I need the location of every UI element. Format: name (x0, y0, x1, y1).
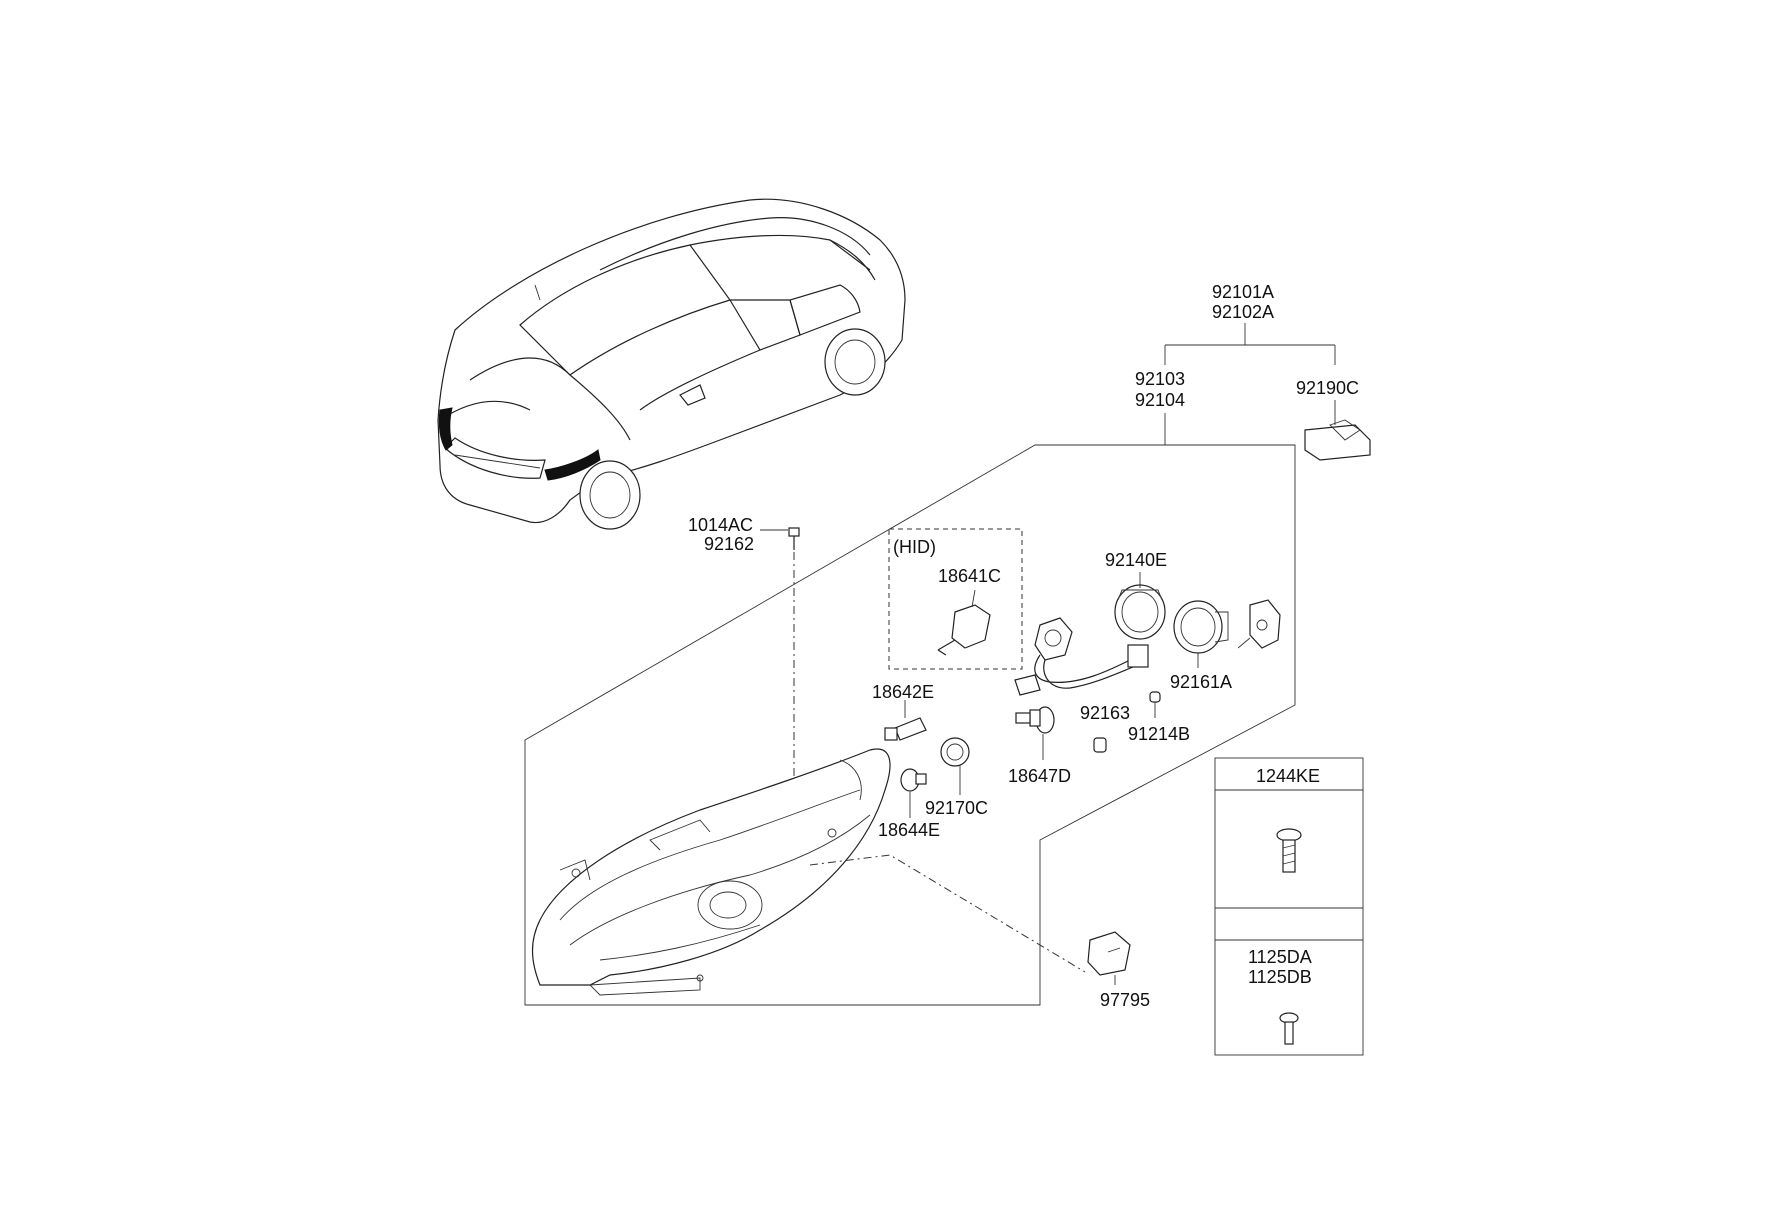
label-1244KE: 1244KE (1256, 766, 1320, 786)
screw-icon (1276, 828, 1302, 873)
socket-92170C-icon (940, 737, 970, 767)
label-92101A: 92101A (1212, 282, 1274, 302)
label-18641C: 18641C (938, 566, 1001, 586)
car-icon (437, 198, 906, 530)
label-92103: 92103 (1135, 369, 1185, 389)
clip-icon (1087, 931, 1131, 976)
label-18644E: 18644E (878, 820, 940, 840)
halogen-bulb-icon (1015, 706, 1055, 734)
wedge-bulb-icon (884, 717, 927, 741)
dust-cap-icon (1114, 584, 1166, 640)
clip-guide-line (809, 854, 1086, 973)
socket-92163-icon (1093, 737, 1107, 753)
socket-harness-icon (1014, 617, 1149, 696)
assembly-frame (524, 444, 1296, 1006)
label-1125DA: 1125DA (1248, 947, 1312, 967)
round-bulb-icon (900, 768, 927, 792)
label-92161A: 92161A (1170, 672, 1232, 692)
label-92170C: 92170C (925, 798, 988, 818)
label-92190C: 92190C (1296, 378, 1359, 398)
label-18642E: 18642E (872, 682, 934, 702)
dust-cap-2-icon (1173, 600, 1229, 654)
label-91214B: 91214B (1128, 724, 1190, 744)
fastener-table (1214, 757, 1364, 1056)
label-92162: 92162 (704, 534, 754, 554)
small-bulb-91214B-icon (1149, 691, 1161, 703)
bolt-1125-icon (1279, 1012, 1299, 1045)
hid-group-box (888, 528, 1023, 670)
label-92163: 92163 (1080, 703, 1130, 723)
label-97795: 97795 (1100, 990, 1150, 1010)
callout-lines (1164, 323, 1336, 445)
label-92102A: 92102A (1212, 302, 1274, 322)
headlamp-assembly-icon (531, 748, 891, 996)
actuator-icon (1237, 599, 1281, 649)
label-18647D: 18647D (1008, 766, 1071, 786)
label-92104: 92104 (1135, 390, 1185, 410)
label-92140E: 92140E (1105, 550, 1167, 570)
ballast-icon (1304, 419, 1371, 461)
label-hid: (HID) (893, 537, 936, 557)
leader-18641C (971, 589, 976, 608)
label-1125DB: 1125DB (1248, 967, 1312, 987)
hid-bulb-icon (937, 604, 991, 656)
label-1014AC: 1014AC (688, 515, 753, 535)
bolt-icon (788, 527, 800, 550)
